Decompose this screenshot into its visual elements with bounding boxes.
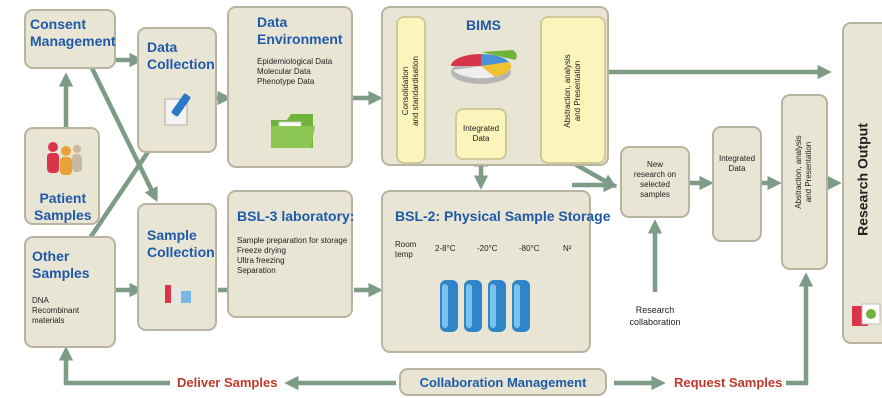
integrated-data-2-label: Integrated Data [718, 154, 756, 173]
pie-chart-icon [451, 50, 517, 84]
patient-samples-title: Patient Samples [34, 190, 92, 223]
deliver-samples-label: Deliver Samples [177, 375, 278, 390]
temp-minus20: -20°C [477, 244, 498, 253]
arrow-deliver-to-other [58, 346, 170, 386]
new-research-label: New research on selected samples [633, 160, 677, 199]
arrow-consent-to-samplecollection [87, 63, 158, 203]
integrated-data-box: Integrated Data [455, 108, 507, 160]
data-collection-box: Data Collection [137, 27, 217, 153]
sample-collection-title: Sample Collection [147, 227, 215, 260]
other-samples-list: DNA Recombinant materials [32, 296, 80, 325]
bsl2-title: BSL-2: Physical Sample Storage [395, 208, 611, 224]
data-collection-title: Data Collection [147, 39, 215, 72]
research-output-title: Research Output [854, 123, 871, 236]
consolidation-box: Consolidation and standardisation [396, 16, 426, 164]
request-samples-label: Request Samples [674, 375, 783, 390]
consent-management-title: Consent Management [30, 16, 116, 49]
test-tubes-icon [165, 285, 191, 303]
research-collaboration-label: Research collaboration [629, 305, 681, 327]
arrow-request-to-abstraction2 [786, 272, 814, 386]
collaboration-management-title: Collaboration Management [419, 375, 587, 390]
new-research-box: New research on selected samples [620, 146, 690, 218]
bsl2-box: BSL-2: Physical Sample Storage Room temp… [381, 190, 611, 353]
collaboration-management-box: Collaboration Management [399, 368, 607, 396]
bims-abstraction-label: Abstraction, analysis and Presentation [563, 54, 582, 128]
abstraction-2-box: Abstraction, analysis and Presentation [781, 94, 828, 270]
people-icon [47, 142, 82, 175]
bsl3-box: BSL-3 laboratory: Sample preparation for… [227, 190, 355, 318]
temp-2-8: 2-8°C [435, 244, 456, 253]
bims-box: BIMS Consolidation and standardisation I… [381, 6, 609, 166]
bsl3-title: BSL-3 laboratory: [237, 208, 355, 224]
arrow-other-to-datacollection [88, 132, 162, 240]
folder-icon [271, 114, 315, 148]
bsl3-list: Sample preparation for storage Freeze dr… [237, 236, 348, 275]
integrated-data-label: Integrated Data [462, 124, 500, 143]
data-environment-title: Data Environment [257, 14, 343, 47]
temp-n2: N² [563, 244, 572, 253]
abstraction-2-label: Abstraction, analysis and Presentation [794, 135, 813, 209]
temp-room: Room temp [395, 240, 417, 259]
data-environment-box: Data Environment Epidemiological Data Mo… [227, 6, 353, 168]
pen-paper-icon [164, 93, 191, 126]
consent-management-box: Consent Management [24, 9, 116, 69]
bims-title: BIMS [466, 17, 501, 33]
integrated-data-2-box: Integrated Data [712, 126, 762, 242]
sample-collection-box: Sample Collection [137, 203, 217, 331]
consolidation-label: Consolidation and standardisation [401, 56, 420, 126]
freezers-icon [440, 280, 530, 332]
reports-icon [852, 303, 881, 326]
patient-samples-box: Patient Samples [24, 127, 100, 225]
other-samples-box: Other Samples DNA Recombinant materials [24, 236, 116, 348]
data-environment-list: Epidemiological Data Molecular Data Phen… [257, 57, 333, 86]
other-samples-title: Other Samples [32, 248, 90, 281]
research-output-box: Research Output [842, 22, 882, 344]
temp-minus80: -80°C [519, 244, 540, 253]
bims-abstraction-box: Abstraction, analysis and Presentation [540, 16, 606, 164]
